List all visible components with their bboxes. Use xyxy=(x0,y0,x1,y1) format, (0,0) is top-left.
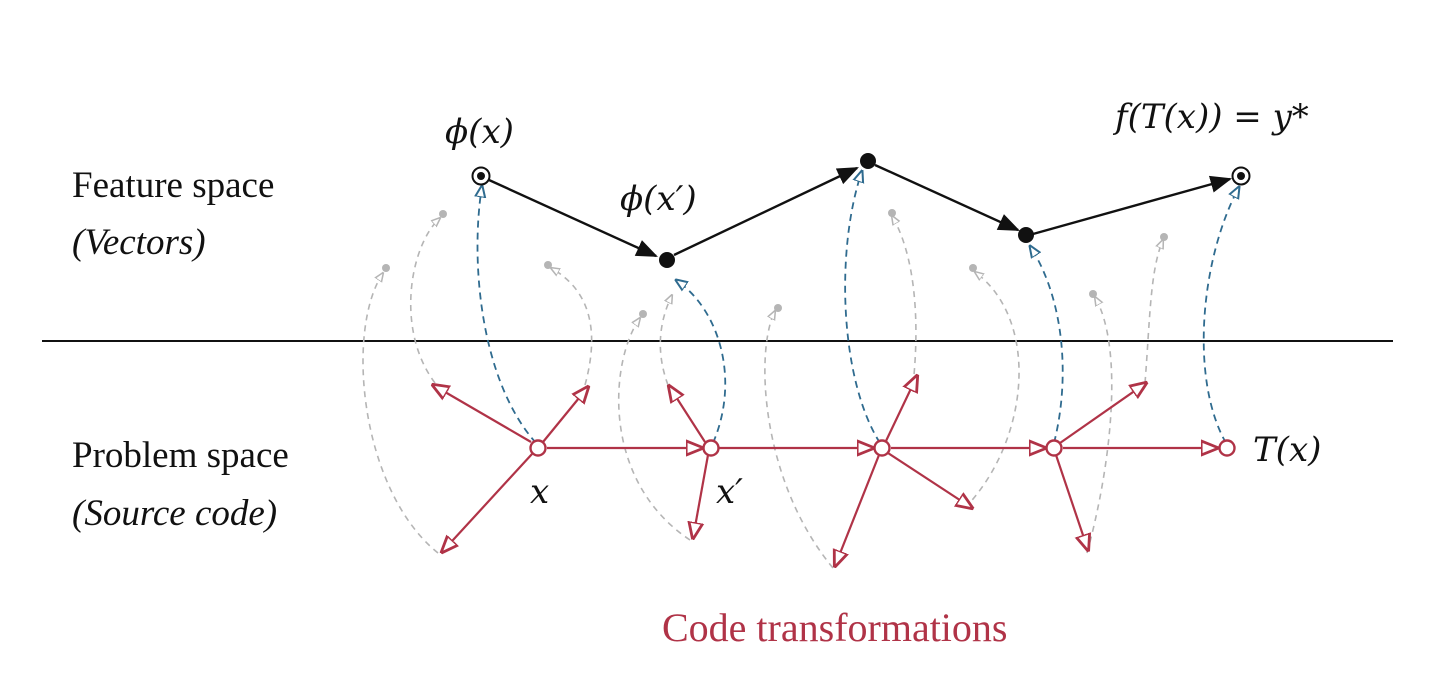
gray-point xyxy=(888,209,896,217)
gray-point xyxy=(382,264,390,272)
feature-path xyxy=(488,163,1233,258)
blue-arrow xyxy=(676,280,727,444)
gray-feature-points xyxy=(382,209,1168,318)
node-x-prime xyxy=(702,439,720,457)
gray-point xyxy=(639,310,647,318)
phi-x-prime-label: ϕ(x′) xyxy=(620,179,697,219)
red-branch-arrow xyxy=(887,452,972,508)
gray-arrow xyxy=(362,273,439,554)
gray-point xyxy=(969,264,977,272)
blue-arrow xyxy=(1202,187,1239,444)
gray-point xyxy=(774,304,782,312)
feature-space-sublabel: (Vectors) xyxy=(72,222,206,263)
gray-arrow xyxy=(659,295,672,386)
gray-point xyxy=(1160,233,1168,241)
node-x xyxy=(529,439,547,457)
red-branch-arrow xyxy=(1054,454,1088,550)
gray-arrow xyxy=(617,318,691,541)
feature-points xyxy=(471,153,1251,268)
phi-x-prime-point xyxy=(659,252,675,268)
x-prime-label: x′ xyxy=(716,472,743,512)
red-branch-arrow xyxy=(693,454,710,538)
problem-space-nodes xyxy=(529,439,1236,457)
gray-arrow xyxy=(964,272,1020,509)
blue-arrow xyxy=(844,171,881,444)
gray-arrow xyxy=(551,268,593,386)
T-x-label: T(x) xyxy=(1253,430,1321,470)
phi-x-label: ϕ(x) xyxy=(445,112,514,152)
red-branch-arrow xyxy=(442,453,533,552)
red-branch-arrow xyxy=(433,385,532,443)
code-transformations-caption: Code transformations xyxy=(662,605,1008,650)
feature-point-4 xyxy=(1018,227,1034,243)
gray-arrow xyxy=(409,218,440,384)
feature-space-label: Feature space xyxy=(72,165,274,206)
blue-mapping-arrows xyxy=(477,171,1239,444)
node-T-x xyxy=(1218,439,1236,457)
red-transformation-arrows xyxy=(433,376,1217,566)
red-branch-arrow xyxy=(542,387,588,443)
gray-arrow xyxy=(1144,240,1163,384)
gray-mapping-arrows xyxy=(362,216,1163,569)
red-branch-arrow xyxy=(835,454,881,566)
target-point xyxy=(1231,166,1251,186)
feature-path-arrow xyxy=(1032,175,1233,236)
red-branch-arrow xyxy=(1059,383,1146,444)
feature-path-arrow xyxy=(488,178,658,258)
gray-point xyxy=(439,210,447,218)
gray-point xyxy=(544,261,552,269)
gray-arrow xyxy=(892,216,917,386)
target-label: f(T(x)) = y* xyxy=(1112,97,1309,137)
feature-point-3 xyxy=(860,153,876,169)
problem-space-label: Problem space xyxy=(72,435,289,476)
node-4 xyxy=(1045,439,1063,457)
blue-arrow xyxy=(477,186,537,444)
red-branch-arrow xyxy=(669,386,706,443)
red-branch-arrow xyxy=(885,376,917,442)
node-3 xyxy=(873,439,891,457)
feature-path-arrow xyxy=(673,166,859,257)
blue-arrow xyxy=(1030,246,1064,444)
gray-arrow xyxy=(1086,297,1113,554)
gray-point xyxy=(1089,290,1097,298)
gray-arrow xyxy=(764,311,834,569)
problem-space-sublabel: (Source code) xyxy=(72,493,277,534)
feature-path-arrow xyxy=(874,163,1020,232)
x-label: x xyxy=(530,472,549,512)
phi-x-point xyxy=(471,166,491,186)
